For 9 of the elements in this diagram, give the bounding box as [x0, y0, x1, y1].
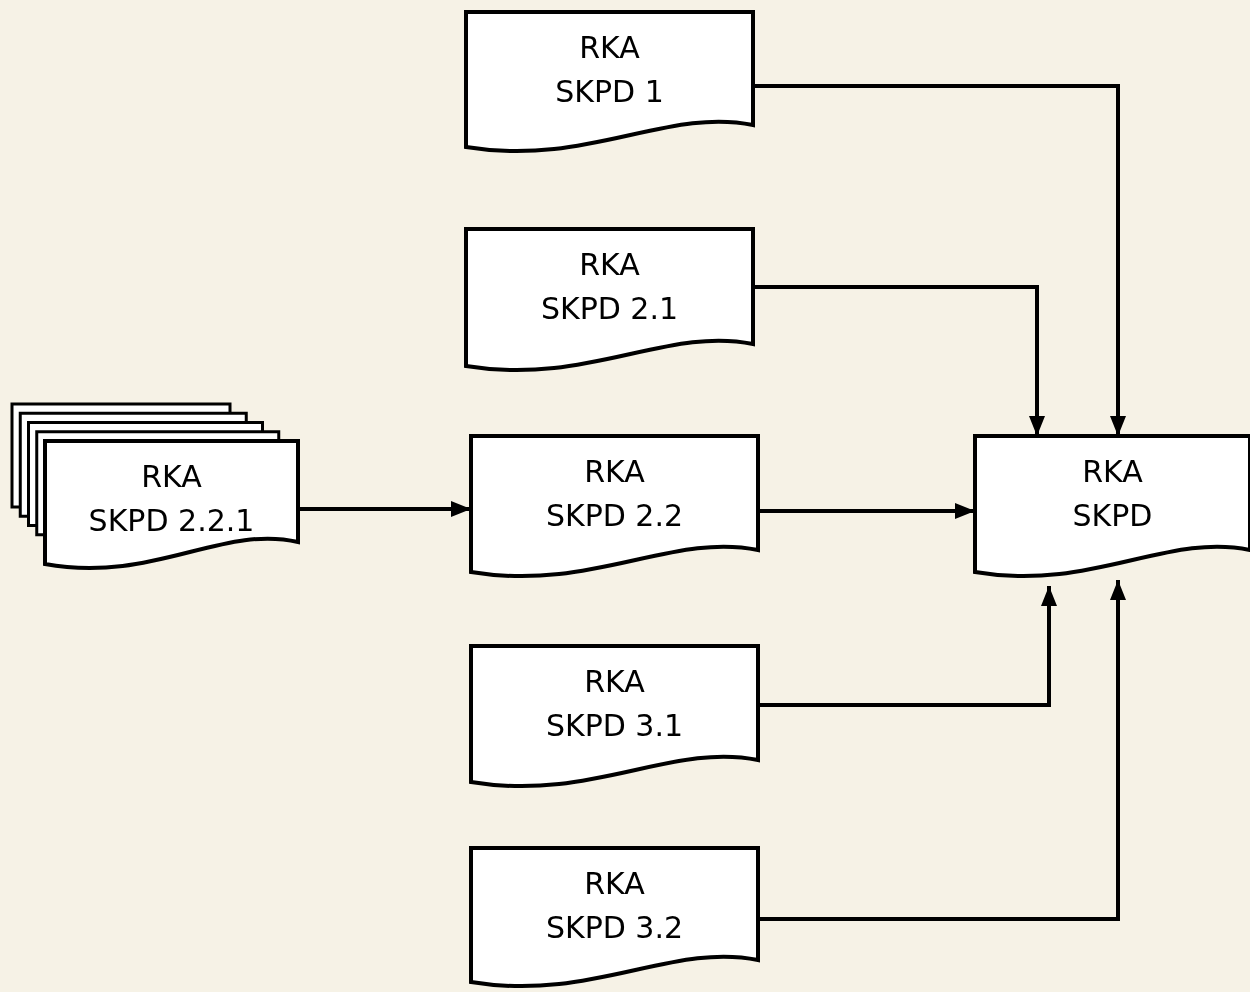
node-label: RKA SKPD 2.1 [539, 246, 680, 328]
arrow [298, 501, 471, 517]
node-label: RKA SKPD 2.2 [544, 453, 685, 535]
node-label: RKA SKPD 3.2 [544, 865, 685, 947]
arrow [758, 503, 975, 519]
node-label: RKA SKPD 1 [554, 29, 665, 111]
node-label: RKA SKPD 3.1 [544, 663, 685, 745]
node-label: RKA SKPD 2.2.1 [87, 458, 256, 540]
node-label: RKA SKPD [1071, 453, 1154, 535]
